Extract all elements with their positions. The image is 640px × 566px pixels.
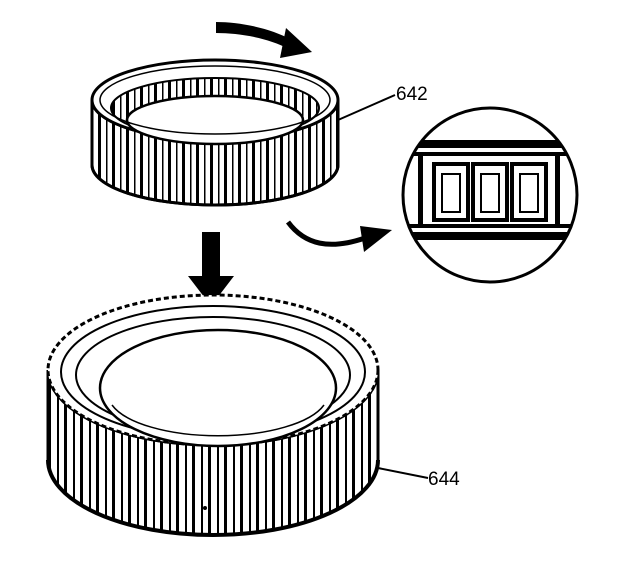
install-arrow <box>188 232 234 306</box>
label-644-callout: 644 <box>377 467 460 490</box>
rotation-arrow <box>216 22 312 58</box>
label-642-callout: 642 <box>337 84 428 121</box>
detail-zoom-circle <box>401 106 579 284</box>
sprag-assembly-642 <box>90 58 340 207</box>
label-642: 642 <box>396 84 428 105</box>
detail-arrow <box>285 220 392 252</box>
label-644: 644 <box>428 469 460 490</box>
outer-race-644 <box>46 293 380 537</box>
